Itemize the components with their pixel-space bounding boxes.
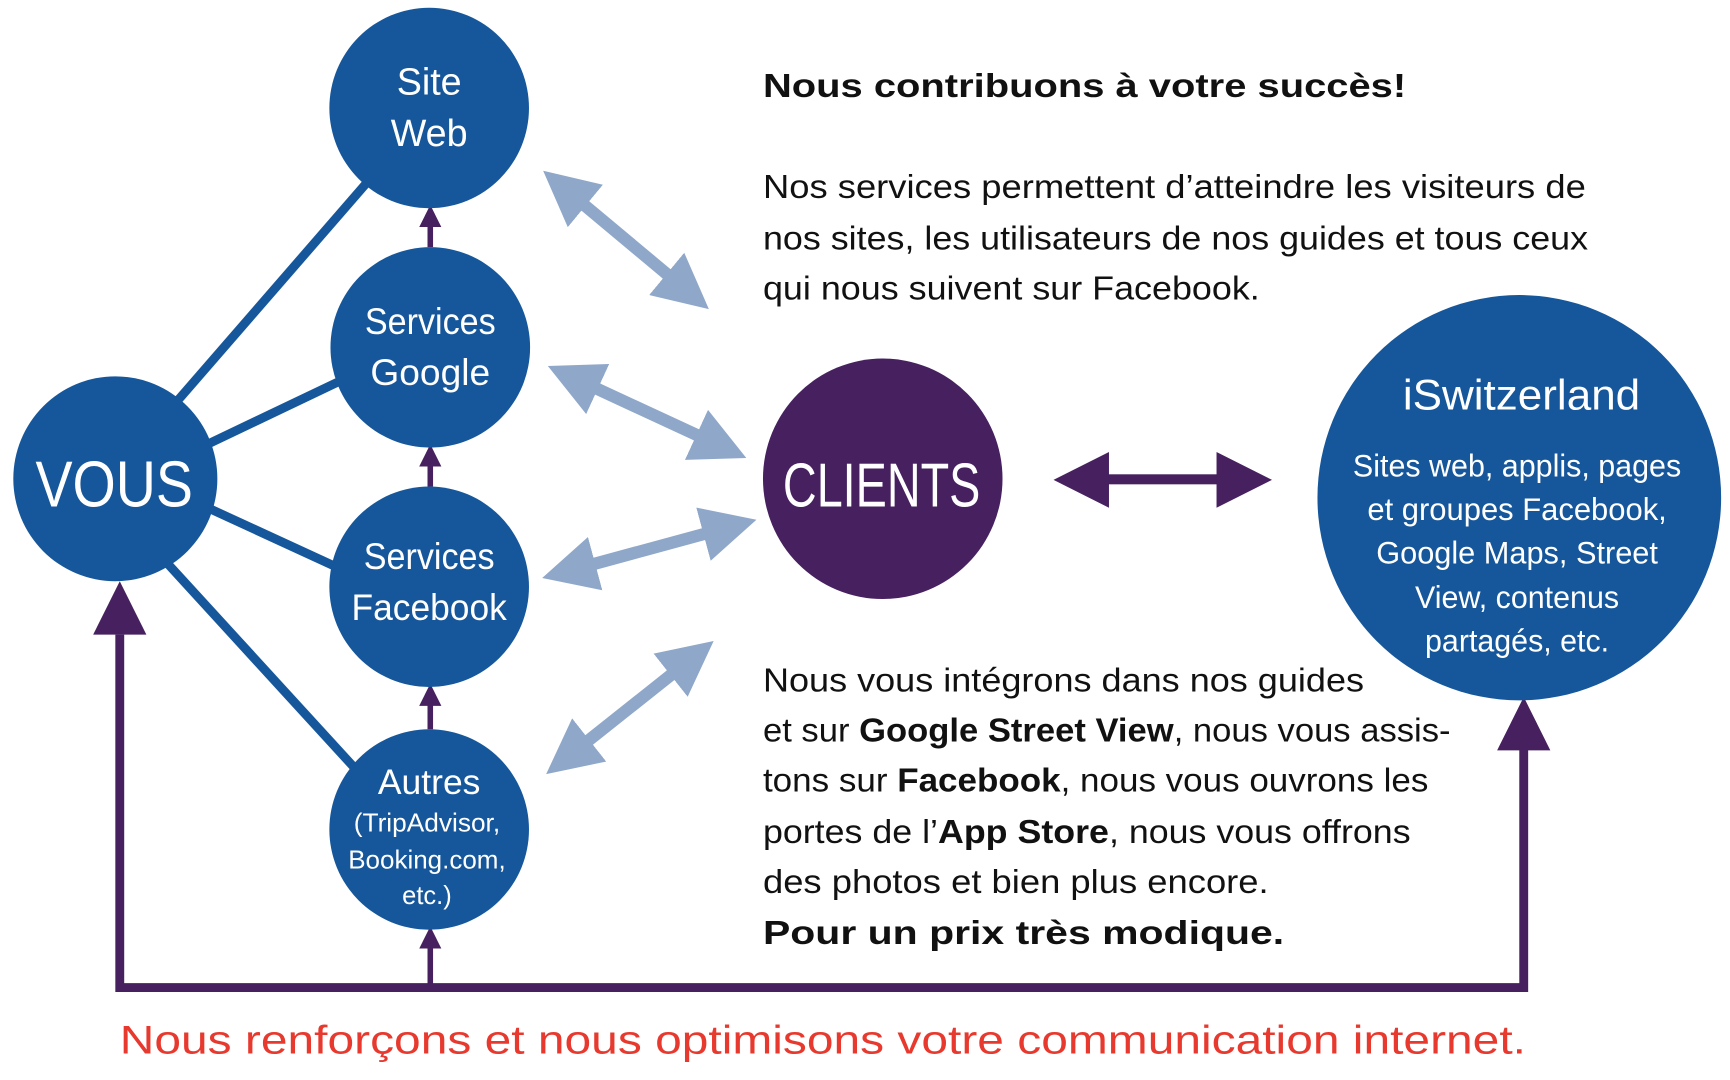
node-vous-label: VOUS [35,448,192,520]
node-label: Web [391,113,468,155]
node-label: iSwitzerland [1403,372,1640,419]
node-sublabel: View, contenus [1415,580,1619,615]
node-clients: CLIENTS [762,358,1003,600]
node-sublabel: partagés, etc. [1425,623,1609,658]
node-label: Google [370,352,490,393]
node-label: Autres [378,762,481,802]
node-vous: VOUS [13,376,218,582]
node-label: Facebook [352,587,508,628]
intro-line: qui nous suivent sur Facebook. [763,270,1260,307]
node-sublabel: Sites web, applis, pages [1353,448,1681,483]
node-services-google: Services Google [330,247,531,448]
node-label: Site [397,62,462,104]
node-autres: Autres (TripAdvisor, Booking.com, etc.) [329,729,529,930]
clients-iswitzerland-arrow [1053,452,1272,508]
body-line: portes de l’App Store, nous vous offrons [763,814,1411,851]
node-sublabel: Booking.com, [348,846,505,874]
body-line: et sur Google Street View, nous vous ass… [763,712,1451,749]
node-sublabel: (TripAdvisor, [354,810,500,838]
body-emphasis: Pour un prix très modique. [763,915,1284,952]
intro-line: nos sites, les utilisateurs de nos guide… [763,220,1588,257]
node-sublabel: etc.) [402,882,452,910]
body-line: des photos et bien plus encore. [763,864,1269,901]
arrow-up-vous-icon [93,581,147,635]
node-label: Services [364,536,495,577]
node-site-web: Site Web [329,7,529,209]
body-line: Nous vous intégrons dans nos guides [763,662,1364,699]
node-sublabel: et groupes Facebook, [1367,492,1666,527]
client-arrows [542,170,757,775]
body-paragraph: Nous vous intégrons dans nos guides et s… [763,662,1451,952]
node-label: Services [365,301,496,342]
heading: Nous contribuons à votre succès! [763,68,1406,105]
feedback-bracket [93,581,1551,993]
node-services-facebook: Services Facebook [329,486,529,687]
arrow-up-iswitzerland-icon [1497,696,1551,751]
intro-line: Nos services permettent d’atteindre les … [763,169,1586,206]
node-iswitzerland: iSwitzerland Sites web, applis, pages et… [1317,295,1722,701]
node-clients-label: CLIENTS [783,451,980,520]
body-line: tons sur Facebook, nous vous ouvrons les [763,763,1428,800]
vous-connectors [163,180,370,772]
footer-tagline: Nous renforçons et nous optimisons votre… [120,1018,1526,1062]
node-sublabel: Google Maps, Street [1376,535,1658,570]
